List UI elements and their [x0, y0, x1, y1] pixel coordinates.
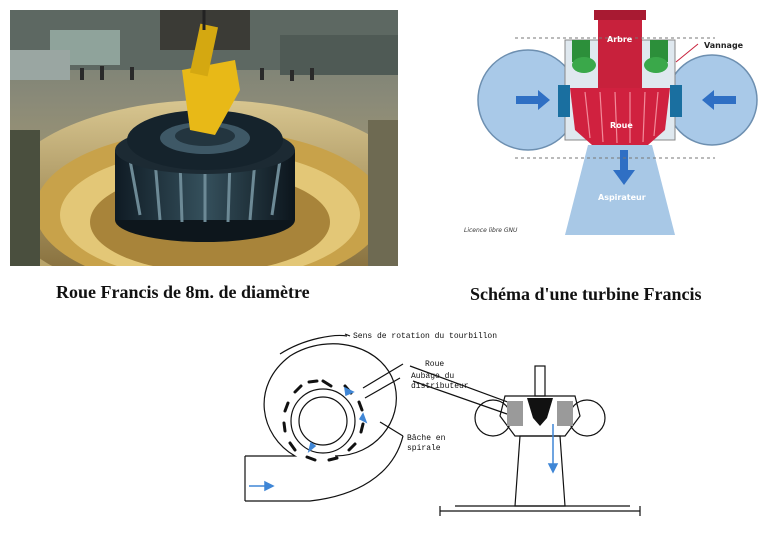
label-bache-2: spirale	[407, 444, 441, 453]
label-aspirateur: Aspirateur	[598, 193, 646, 202]
photo-illustration	[10, 10, 398, 266]
francis-turbine-schema: Arbre Roue Aspirateur Vannage Licence li…	[460, 10, 760, 240]
label-roue-drawing: Roue	[425, 360, 444, 369]
schema-illustration: Arbre Roue Aspirateur Vannage Licence li…	[464, 10, 758, 235]
label-vannage: Vannage	[704, 41, 744, 50]
schema-caption: Schéma d'une turbine Francis	[470, 284, 702, 304]
guide-vane-right	[670, 85, 682, 117]
label-arbre: Arbre	[607, 35, 633, 44]
label-rotation: Sens de rotation du tourbillon	[353, 332, 497, 341]
draft-tube	[565, 145, 675, 235]
francis-wheel-photo	[10, 10, 398, 266]
section-volute-left	[474, 399, 512, 437]
line-drawing-illustration: Sens de rotation du tourbillon Roue Auba…	[244, 332, 641, 516]
label-bache-1: Bâche en	[407, 434, 446, 443]
license-note: Licence libre GNU	[464, 227, 518, 234]
label-aubage-1: Aubage du	[411, 372, 454, 381]
guide-vane-left	[558, 85, 570, 117]
label-aubage-2: distributeur	[411, 382, 469, 391]
photo-caption: Roue Francis de 8m. de diamètre	[56, 282, 310, 302]
shaft	[598, 10, 642, 88]
turbine-line-drawing: Sens de rotation du tourbillon Roue Auba…	[235, 326, 645, 526]
spiral-casing	[245, 343, 397, 457]
section-volute-right	[568, 399, 606, 437]
label-roue: Roue	[610, 121, 633, 130]
